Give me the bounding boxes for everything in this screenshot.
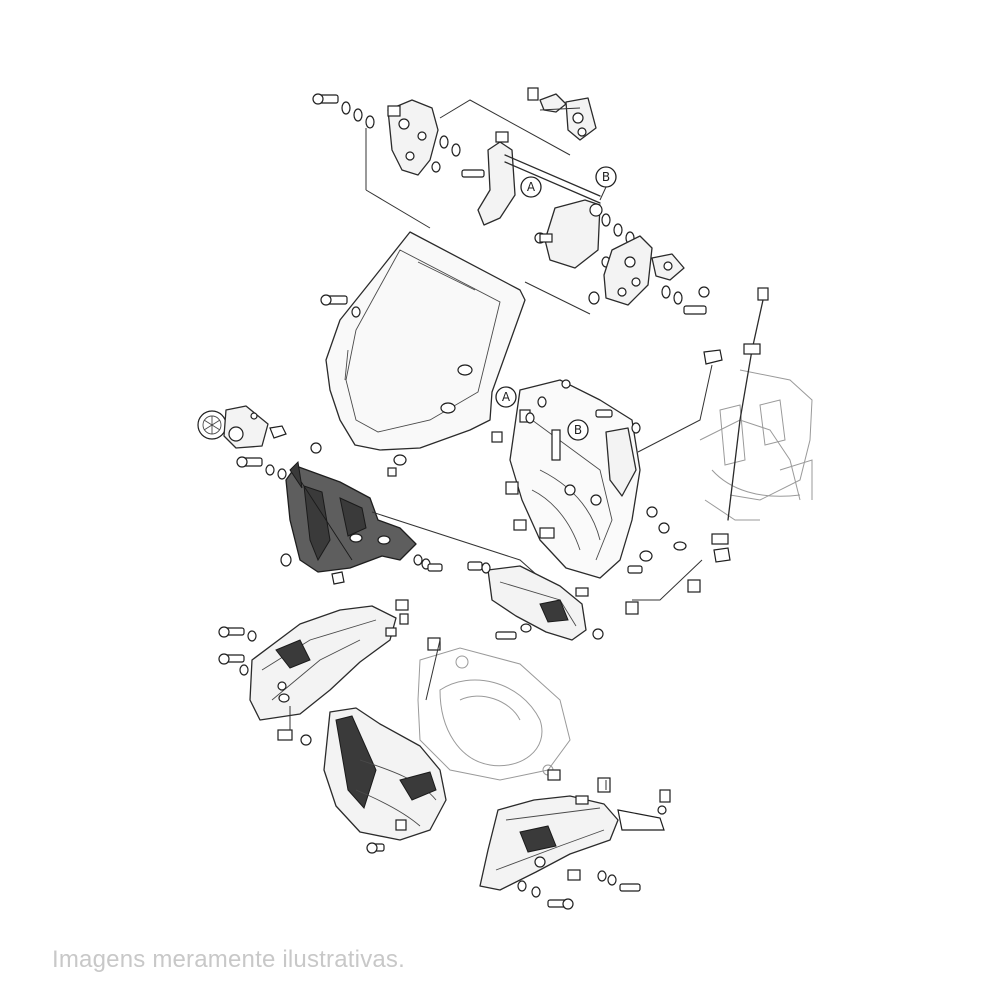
lower-cowl-screw <box>366 842 385 854</box>
right-bracket <box>544 199 601 269</box>
callout-a-top: A <box>520 176 542 198</box>
windshield <box>325 231 526 451</box>
right-panel-bolts <box>517 789 671 910</box>
motorcycle-frame-ghost <box>699 369 813 521</box>
windshield-screw-top <box>320 294 348 306</box>
illustration-disclaimer-caption: Imagens meramente ilustrativas. <box>52 946 406 973</box>
headlight-frame-bracket <box>491 379 641 579</box>
lower-front-cowl <box>323 707 447 841</box>
center-bracket <box>477 141 516 226</box>
bolt-row-top-left <box>312 93 375 129</box>
callout-b-top: B <box>595 166 617 201</box>
left-bracket-plate <box>387 99 439 176</box>
svg-text:A: A <box>502 390 511 404</box>
clip-assembly-top <box>527 87 597 141</box>
svg-text:B: B <box>602 170 610 184</box>
callout-a-mid: A <box>495 386 517 408</box>
callout-b-mid: B <box>567 419 589 441</box>
center-cover-panel <box>467 561 604 641</box>
bolt-row-top-right <box>588 285 710 315</box>
svg-text:B: B <box>574 423 582 437</box>
side-panel-bolts <box>218 626 441 746</box>
long-mounting-bolt <box>637 287 769 563</box>
headlight-unit <box>417 647 571 781</box>
bolt-row-top-middle <box>431 135 485 178</box>
right-side-panel <box>479 777 665 891</box>
logo-emblem <box>197 405 287 449</box>
svg-text:A: A <box>527 180 536 194</box>
cowl-bolt-right <box>413 554 443 572</box>
left-side-panel <box>249 599 409 721</box>
far-right-bracket <box>603 235 653 306</box>
cowl-bolts-left <box>236 442 322 567</box>
frame-bolts-center <box>525 379 701 615</box>
windshield-screw-bottom <box>387 454 407 477</box>
front-cowl-highlighted <box>285 460 417 585</box>
top-bracket-assembly <box>312 87 710 315</box>
